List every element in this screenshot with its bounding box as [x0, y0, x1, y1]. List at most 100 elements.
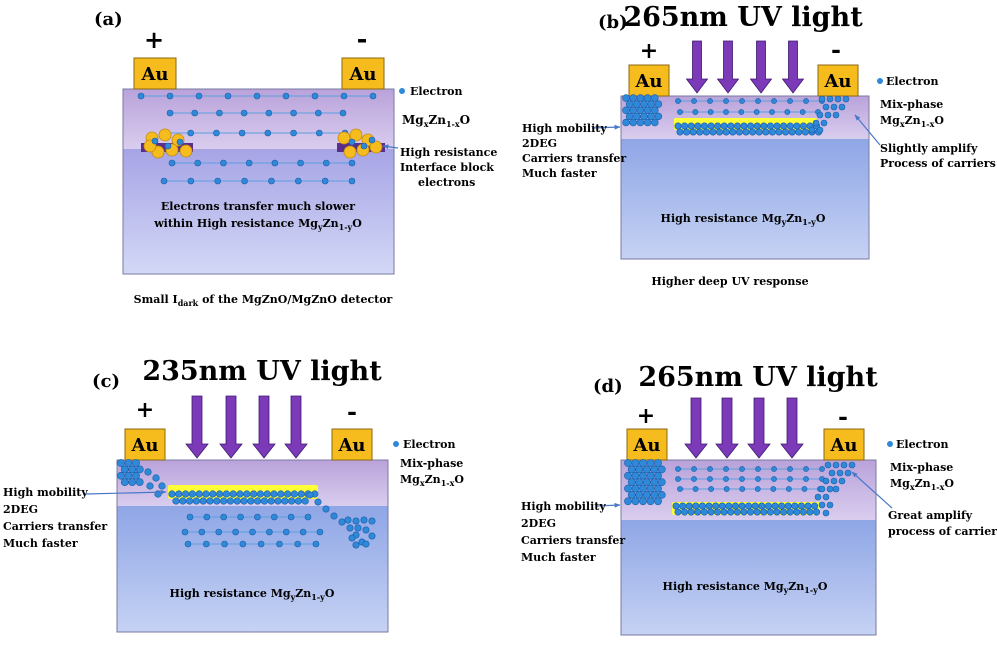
electron-cluster-dot: [622, 94, 630, 102]
interface-block-grain: [343, 145, 357, 159]
panel-a-electron-chains: [137, 92, 377, 185]
electron-dot: [797, 502, 805, 510]
electron-dot: [181, 528, 189, 536]
electron-dot: [714, 508, 722, 516]
electron-dot: [202, 490, 210, 498]
electron-dot: [720, 508, 728, 516]
electron-dot: [801, 128, 809, 136]
panel-b-caption: Higher deep UV response: [651, 275, 808, 288]
electron-dot: [198, 528, 206, 536]
electron-dot: [811, 502, 819, 510]
electron-cluster-dot: [636, 118, 645, 127]
electron-cluster-dot: [654, 484, 662, 493]
electron-cluster-dot: [642, 490, 651, 499]
electron-dot: [151, 137, 159, 145]
electron-cluster-dot: [633, 100, 641, 108]
electron-cluster-dot: [629, 106, 637, 114]
electron-dot: [674, 122, 682, 130]
panel-c-light: 235nm UV light: [142, 356, 382, 387]
electron-dot: [683, 128, 691, 136]
electron-dot: [676, 128, 684, 136]
electron-dot: [340, 92, 348, 100]
electron-dot: [294, 540, 302, 548]
electron-dot: [216, 490, 224, 498]
panel-a-lower-layer: [123, 149, 394, 274]
electron-cluster-dot: [640, 112, 648, 121]
electron-dot: [824, 461, 832, 469]
electron-dot: [838, 103, 846, 111]
electron-dot: [780, 508, 788, 516]
electron-cluster-dot: [124, 459, 133, 467]
electron-dot: [238, 129, 246, 137]
electron-dot: [146, 482, 154, 490]
panel-d-left-3: Carriers transfer: [521, 534, 625, 547]
electron-dot: [236, 490, 244, 498]
electron-dot: [187, 177, 195, 185]
electron-cluster-dot: [657, 465, 666, 474]
electron-dot: [322, 505, 330, 513]
electron-dot: [822, 103, 830, 111]
electron-dot: [369, 92, 377, 100]
panel-b-tag: (b): [598, 12, 628, 33]
uv-arrow: [715, 397, 739, 459]
panel-b-electron-legend: Electron: [886, 75, 938, 88]
panel-d-au-right: [823, 428, 865, 461]
panel-d-light: 265nm UV light: [638, 362, 878, 393]
electron-dot: [700, 508, 708, 516]
electron-cluster-dot: [654, 471, 662, 480]
electron-dot: [360, 516, 368, 524]
electron-dot: [707, 476, 713, 482]
electron-cluster-dot: [651, 94, 659, 102]
panel-b-electron-legend-dot: [877, 78, 883, 84]
electron-dot: [758, 502, 766, 510]
electron-dot: [168, 490, 176, 498]
electron-dot: [158, 482, 166, 490]
electron-dot: [803, 98, 809, 104]
electron-dot: [254, 513, 261, 521]
panel-c-minus: -: [347, 397, 357, 426]
electron-dot: [808, 126, 816, 134]
uv-arrow: [685, 40, 709, 94]
uv-arrow: [716, 40, 740, 94]
panel-d-plus: +: [637, 403, 655, 429]
electron-dot: [265, 109, 273, 117]
panel-c-left-2: 2DEG: [3, 503, 38, 516]
electron-dot: [692, 502, 700, 510]
electron-dot: [755, 128, 763, 136]
electron-dot: [723, 486, 730, 492]
panel-d-right-1: Great amplify: [888, 509, 973, 522]
electron-cluster-dot: [629, 94, 637, 102]
electron-dot: [768, 128, 776, 136]
panel-c-au-right: [331, 428, 373, 461]
electron-dot: [675, 476, 681, 482]
electron-dot: [168, 159, 176, 167]
electron-dot: [209, 490, 217, 498]
electron-dot: [241, 177, 248, 185]
panel-b-uv-arrows: [685, 40, 805, 94]
electron-dot: [270, 513, 278, 521]
electron-dot: [299, 528, 307, 536]
electron-dot: [834, 95, 842, 103]
electron-dot: [144, 468, 152, 476]
electron-dot: [707, 466, 713, 472]
electron-dot: [192, 497, 200, 505]
electron-cluster-dot: [624, 459, 632, 467]
electron-dot: [702, 128, 710, 136]
electron-dot: [751, 502, 759, 510]
electron-dot: [352, 517, 360, 525]
electron-dot: [771, 476, 777, 482]
electron-dot: [828, 469, 836, 477]
panel-b-electrons: [622, 94, 850, 136]
electron-dot: [368, 532, 376, 540]
electron-dot: [723, 98, 729, 104]
electron-dot: [740, 508, 748, 516]
electron-dot: [247, 497, 255, 505]
electron-dot: [186, 497, 194, 505]
electron-dot: [677, 109, 683, 115]
panel-d-mix-2: MgxZn1-xO: [890, 477, 954, 492]
electron-cluster-dot: [622, 118, 630, 127]
electron-dot: [681, 508, 689, 516]
electron-dot: [842, 95, 850, 103]
electron-dot: [707, 98, 713, 104]
